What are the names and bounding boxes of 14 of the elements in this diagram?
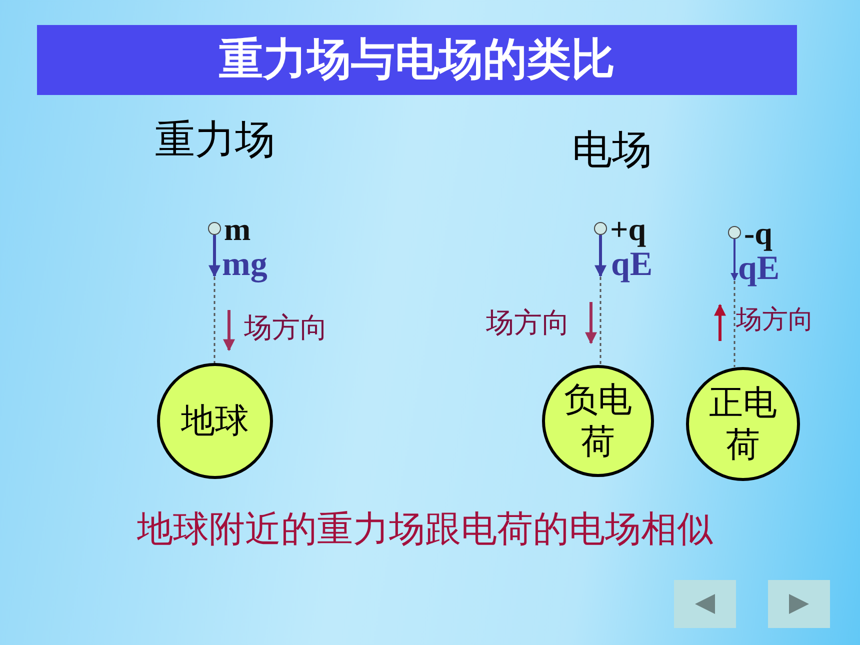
- field-label: 场方向: [244, 313, 328, 344]
- particle-label: m: [224, 214, 251, 244]
- heading-text: 电场: [572, 128, 652, 172]
- sphere-label: 地球: [180, 400, 250, 442]
- sphere-label: 负电荷: [563, 379, 633, 463]
- field-label: 场方向: [486, 308, 570, 339]
- title-banner: 重力场与电场的类比: [37, 25, 797, 95]
- field-label: 场方向: [736, 306, 814, 335]
- force-label: mg: [222, 246, 268, 284]
- force-label: qE: [611, 246, 653, 284]
- caption-text: 地球附近的重力场跟电荷的电场相似: [136, 508, 714, 552]
- force-label: qE: [738, 250, 780, 288]
- heading-text: 重力场: [155, 118, 275, 162]
- sphere-label: 正电荷: [708, 382, 778, 466]
